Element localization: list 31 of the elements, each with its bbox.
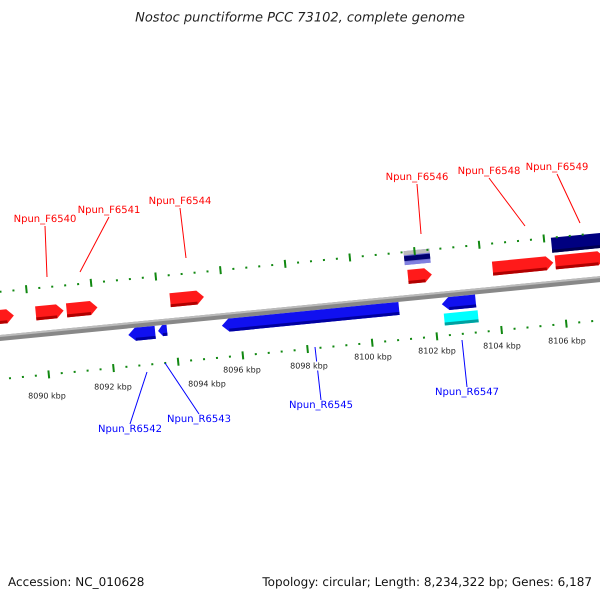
gene-label: Npun_F6544 — [148, 196, 212, 208]
gene-label: Npun_R6547 — [435, 387, 499, 399]
scale-label: 8096 kbp — [222, 366, 262, 374]
scale-label: 8104 kbp — [482, 342, 522, 350]
gene-label: Npun_F6540 — [14, 214, 76, 226]
leader-line — [130, 372, 148, 424]
gene-label: Npun_R6545 — [289, 400, 353, 412]
gene-label: Npun_F6546 — [386, 172, 448, 184]
scale-label: 8092 kbp — [93, 382, 133, 392]
scale-label: 8098 kbp — [289, 362, 329, 370]
gene-label: Npun_F6548 — [458, 166, 520, 178]
leader-line — [488, 178, 526, 226]
gene-label: Npun_F6541 — [78, 205, 140, 217]
leader-line — [556, 174, 580, 224]
accession-text: Accession: NC_010628 — [8, 575, 144, 589]
leader-line — [416, 184, 422, 234]
gene-label: Npun_F6549 — [526, 162, 588, 174]
leader-line — [164, 362, 200, 414]
scale-label: 8100 kbp — [353, 352, 393, 362]
leader-line — [180, 208, 186, 258]
genome-info-text: Topology: circular; Length: 8,234,322 bp; Genes: 6,187 — [262, 575, 592, 589]
scale-label: 8106 kbp — [547, 336, 587, 346]
gene-label: Npun_R6542 — [98, 424, 162, 436]
leader-line — [462, 340, 468, 388]
scale-label: 8102 kbp — [417, 346, 457, 356]
scale-label: 8090 kbp — [27, 392, 67, 400]
scale-label: 8094 kbp — [187, 380, 227, 388]
leader-line — [44, 226, 48, 278]
leader-line — [80, 216, 110, 272]
diagram-title: Nostoc punctiforme PCC 73102, complete genome — [135, 10, 465, 26]
gene-label: Npun_R6543 — [167, 414, 231, 426]
